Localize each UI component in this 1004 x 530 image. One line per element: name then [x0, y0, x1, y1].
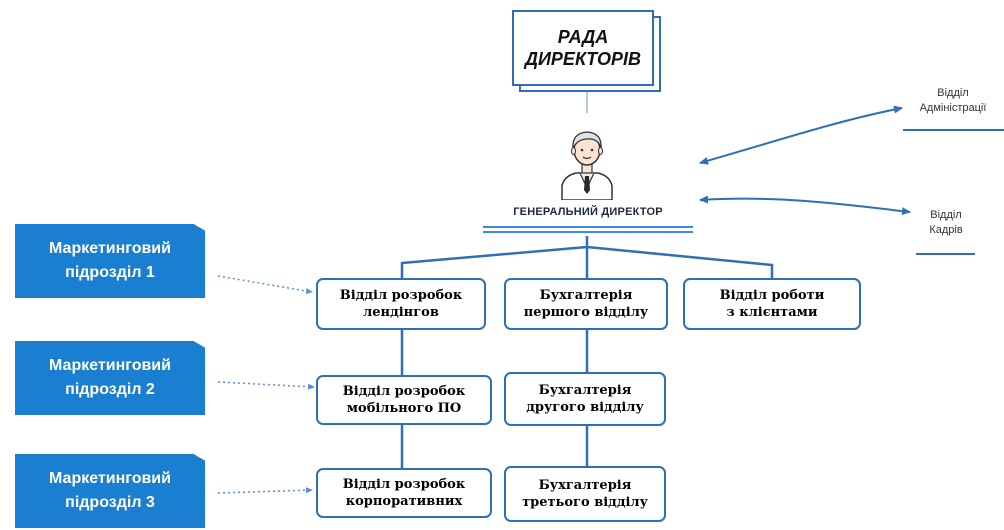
- board-of-directors-box: РАДА ДИРЕКТОРІВ: [512, 10, 654, 86]
- accounting1-line1: Бухгалтерія: [539, 288, 633, 303]
- board-title-line1: РАДА: [557, 27, 609, 47]
- marketing-1-line1: Маркетинговий: [49, 240, 171, 257]
- clients-dept-line2: з клієнтами: [726, 305, 818, 320]
- mobile-dept-line1: Відділ розробок: [342, 384, 466, 399]
- accounting2-line1: Бухгалтерія: [538, 383, 632, 398]
- marketing-link-1: [217, 275, 313, 294]
- admin-label-line1: Відділ: [937, 87, 969, 99]
- accounting2-line2: другого відділу: [526, 400, 644, 415]
- marketing-unit-1: Маркетинговий підрозділ 1: [15, 224, 205, 298]
- mobile-dev-department: Відділ розробок мобільного ПО: [316, 375, 492, 425]
- marketing-3-line2: підрозділ 3: [65, 494, 155, 511]
- marketing-3-line1: Маркетинговий: [49, 470, 171, 487]
- hr-label-line2: Кадрів: [929, 224, 963, 236]
- accounting3-line2: третього відділу: [522, 495, 648, 510]
- landing-dev-department: Відділ розробок лендінгов: [316, 278, 486, 330]
- corporate-dept-line2: корпоративних: [345, 494, 463, 509]
- admin-department-label: Відділ Адміністрації: [903, 86, 1003, 116]
- marketing-1-line2: підрозділ 1: [65, 264, 155, 281]
- accounting-third-department: Бухгалтерія третього відділу: [504, 466, 666, 522]
- tree-right-branch: [586, 245, 774, 278]
- corporate-dept-line1: Відділ розробок: [342, 477, 466, 492]
- corporate-dev-department: Відділ розробок корпоративних: [316, 468, 492, 518]
- man-in-suit-icon: [561, 131, 613, 200]
- hr-arrow: [699, 195, 911, 216]
- hr-label-line1: Відділ: [930, 209, 962, 221]
- marketing-unit-2: Маркетинговий підрозділ 2: [15, 341, 205, 415]
- client-relations-department: Відділ роботи з клієнтами: [683, 278, 861, 330]
- admin-label-line2: Адміністрації: [919, 102, 987, 114]
- marketing-unit-3: Маркетинговий підрозділ 3: [15, 454, 205, 528]
- accounting-first-department: Бухгалтерія першого відділу: [504, 278, 668, 330]
- landing-dept-line2: лендінгов: [363, 305, 439, 320]
- marketing-link-2: [217, 381, 315, 390]
- admin-arrow: [699, 105, 903, 165]
- marketing-2-line1: Маркетинговий: [49, 357, 171, 374]
- clients-dept-line1: Відділ роботи: [719, 288, 825, 303]
- marketing-link-3: [217, 487, 313, 494]
- landing-dept-line1: Відділ розробок: [339, 288, 463, 303]
- accounting1-line2: першого відділу: [523, 305, 649, 320]
- board-title-line2: ДИРЕКТОРІВ: [524, 49, 641, 69]
- mobile-dept-line2: мобільного ПО: [346, 401, 462, 416]
- accounting3-line1: Бухгалтерія: [538, 478, 632, 493]
- marketing-2-line2: підрозділ 2: [65, 381, 155, 398]
- accounting-second-department: Бухгалтерія другого відділу: [504, 372, 666, 426]
- ceo-title: ГЕНЕРАЛЬНИЙ ДИРЕКТОР: [513, 206, 663, 218]
- hr-department-label: Відділ Кадрів: [916, 208, 976, 238]
- tree-left-branch: [400, 245, 588, 278]
